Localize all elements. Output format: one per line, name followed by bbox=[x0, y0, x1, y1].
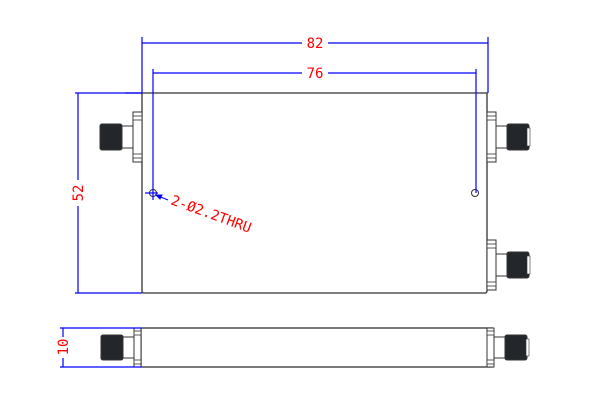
side-body-outline bbox=[140, 327, 493, 368]
connector-right-bottom bbox=[486, 239, 531, 291]
hole-callout-leader bbox=[154, 194, 169, 201]
side-connector-right bbox=[504, 334, 528, 361]
dimension-82-label: 82 bbox=[307, 36, 324, 52]
connector-right-top bbox=[486, 111, 531, 163]
body-outline bbox=[141, 92, 488, 294]
dimension-82 bbox=[141, 37, 489, 93]
connector-left bbox=[99, 111, 143, 163]
dimension-76 bbox=[125, 69, 477, 200]
dimension-10 bbox=[60, 327, 141, 368]
dimension-52 bbox=[75, 92, 142, 294]
mounting-hole-right bbox=[471, 189, 479, 197]
dimension-10-label: 10 bbox=[56, 339, 72, 356]
dimension-76-label: 76 bbox=[307, 66, 324, 82]
top-view bbox=[99, 92, 531, 294]
side-connector-left bbox=[100, 334, 124, 361]
side-view bbox=[100, 327, 530, 368]
dimension-52-label: 52 bbox=[71, 185, 87, 202]
